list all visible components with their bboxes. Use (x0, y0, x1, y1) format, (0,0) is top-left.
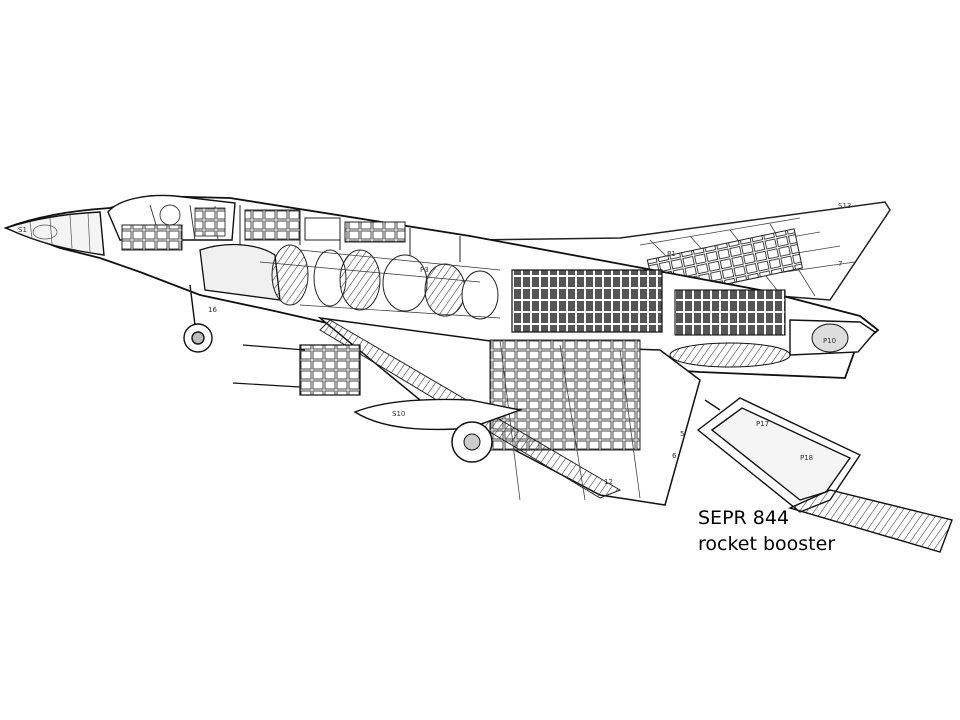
afterburner-duct (669, 342, 791, 368)
gun-pod (232, 344, 361, 396)
nose-cone (4, 211, 105, 256)
label-wing-rib-12: 12 (604, 478, 613, 486)
label-engine: P3 (420, 266, 429, 274)
label-wing-rib-5: 5 (680, 430, 684, 438)
nose-gear (183, 284, 213, 353)
label-gear: 16 (208, 306, 217, 314)
label-wing-rib-7: 7 (838, 260, 842, 268)
label-fuel-tank: S10 (392, 410, 405, 418)
label-booster-top: P17 (756, 420, 769, 428)
caption-line-2: rocket booster (698, 533, 836, 555)
engine-compressor (271, 244, 499, 320)
fuselage-fuel-bay (511, 269, 663, 333)
label-booster-body: P18 (800, 454, 813, 462)
label-nose: S1 (18, 226, 27, 234)
booster-caption: SEPR 844 rocket booster (698, 505, 835, 557)
caption-line-1: SEPR 844 (698, 507, 790, 529)
label-exhaust: P10 (823, 337, 836, 345)
drop-tank (353, 398, 523, 431)
booster-pack (696, 397, 953, 553)
spine-equipment (239, 205, 461, 262)
rear-equipment-bay (674, 289, 786, 336)
label-wing-tip: S13 (838, 202, 851, 210)
label-wing-rib-6: 6 (672, 452, 677, 460)
cockpit-instruments (121, 224, 183, 251)
label-wing-fuel: P1 (667, 250, 676, 258)
